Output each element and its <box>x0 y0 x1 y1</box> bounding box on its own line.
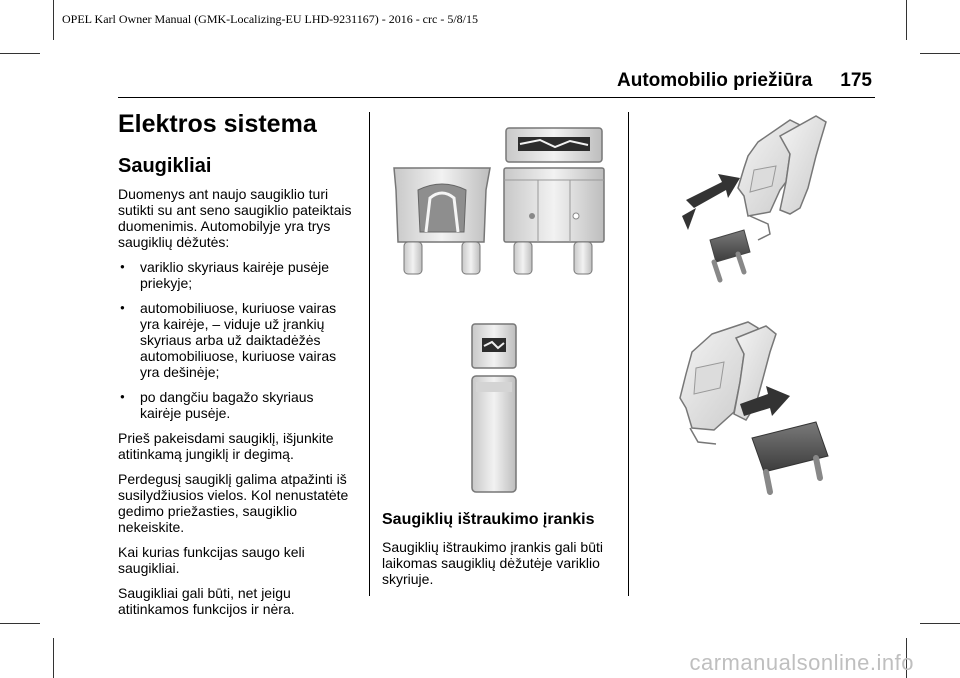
mini-fuse-icon <box>709 229 751 283</box>
intro-paragraph: Duomenys ant naujo saugiklio turi sutikt… <box>118 186 352 250</box>
page-title: Elektros sistema <box>118 110 317 138</box>
paragraph: Perdegusį saugiklį galima atpažinti iš s… <box>118 471 349 535</box>
document-meta: OPEL Karl Owner Manual (GMK-Localizing-E… <box>62 12 478 26</box>
watermark: carmanualsonline.info <box>689 650 914 675</box>
fuse-top-view-icon <box>505 127 603 163</box>
list-item: variklio skyriaus kairėje pusėje priekyj… <box>118 259 354 291</box>
fuse-puller-icon <box>679 321 777 445</box>
puller-illustration <box>679 115 829 495</box>
section-heading: Saugikliai <box>118 155 212 177</box>
section-title: Automobilio priežiūra <box>617 70 813 91</box>
mini-fuse-icon <box>471 323 517 493</box>
header-rule <box>118 97 875 98</box>
fuse-illustration <box>393 127 605 493</box>
blade-fuse-icon <box>393 167 491 275</box>
puller-heading: Saugiklių ištraukimo įrankis <box>382 511 595 528</box>
running-header: Automobilio priežiūra 175 <box>617 70 872 92</box>
text-column: Elektros sistema Saugikliai Duomenys ant… <box>118 108 354 626</box>
fuse-side-view-icon <box>503 167 605 275</box>
mini-fuse-icon <box>751 421 829 495</box>
puller-column: Saugiklių ištraukimo įrankis Saugiklių i… <box>382 510 618 596</box>
arrow-icon <box>682 174 740 230</box>
paragraph: Prieš pakeisdami saugiklį, išjunkite ati… <box>118 430 334 462</box>
arrow-icon <box>740 386 790 416</box>
list-item: po dangčiu bagažo skyriaus kairėje pusėj… <box>118 389 354 421</box>
fuse-puller-icon <box>737 115 827 241</box>
paragraph: Kai kurias funkcijas saugo keli saugikli… <box>118 544 305 576</box>
column-divider <box>369 112 370 596</box>
puller-paragraph: Saugiklių ištraukimo įrankis gali būti l… <box>382 539 603 587</box>
page-number: 175 <box>840 70 872 91</box>
column-divider <box>628 112 629 596</box>
fuse-box-list: variklio skyriaus kairėje pusėje priekyj… <box>118 259 354 421</box>
paragraph: Saugikliai gali būti, net jeigu atitinka… <box>118 585 295 617</box>
list-item: automobiliuose, kuriuose vairas yra kair… <box>118 300 354 380</box>
